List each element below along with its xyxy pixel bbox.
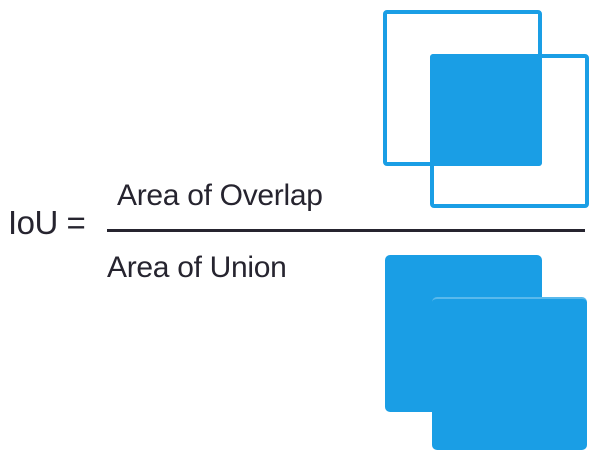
fraction-line — [107, 229, 585, 232]
iou-equals-label: IoU = — [8, 204, 94, 241]
overlap-fill — [430, 54, 542, 166]
numerator-label: Area of Overlap — [117, 179, 323, 212]
denominator-label: Area of Union — [107, 251, 287, 284]
union-box-b — [432, 297, 587, 450]
